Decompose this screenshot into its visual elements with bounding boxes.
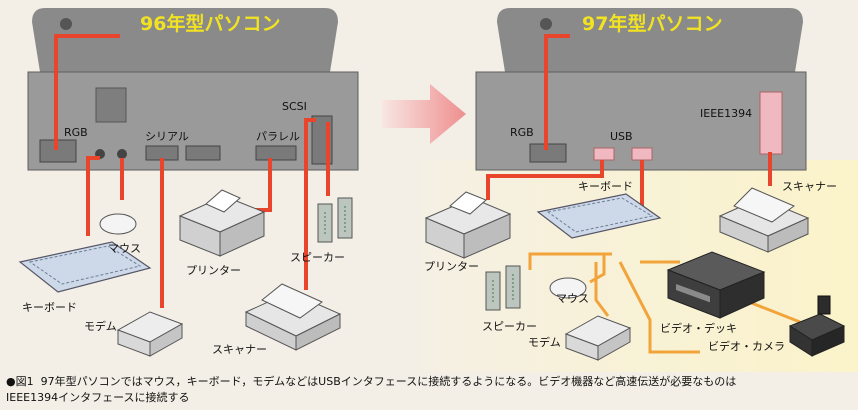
pc-97 [475,8,807,171]
monitor-97 [497,8,803,72]
cable-keyboard [86,156,100,236]
port-label-rgb: RGB [510,126,534,139]
device-label-video-camera: ビデオ・カメラ [708,339,785,353]
video-camera-icon [788,295,846,357]
caption-marker: ●図1 [6,375,34,388]
usb-port-icon [631,147,653,161]
monitor-button-icon [60,18,72,30]
keyboard-icon [536,193,662,239]
video-deck-icon [666,251,766,319]
highlight-background [420,160,858,372]
port-label-scsi: SCSI [282,100,307,113]
device-label-keyboard: キーボード [578,180,633,193]
device-label-printer: プリンター [186,264,241,277]
cable-scanner [304,118,316,290]
diagram-canvas: 96年型パソコン RGB シリアル パラレル SCSI [18,8,858,372]
right-title: 97年型パソコン [582,12,722,35]
cable-rgb [544,34,570,150]
cable-rgb [54,34,120,150]
printer-icon [178,189,266,257]
ieee1394-port-icon [759,91,783,155]
cable-speaker [528,252,612,270]
mouse-icon [99,213,137,235]
round-port-icon [117,149,127,159]
port-icon [185,145,221,161]
device-label-keyboard: キーボード [22,301,77,314]
speaker-icon [485,265,521,311]
cable-video-camera [743,298,801,324]
monitor-button-icon [540,18,552,30]
speaker-icon [317,197,353,243]
monitor-96 [32,8,338,72]
cable-av [618,261,700,354]
device-label-speaker: スピーカー [482,320,537,333]
pc-96 [27,8,359,171]
device-label-printer: プリンター [424,260,479,273]
mouse-icon [549,277,587,299]
parallel-port-icon [255,145,297,161]
legacy-cables [54,34,330,308]
port-label-usb: USB [610,130,633,143]
cable-modem [594,262,610,317]
scanner-icon [244,283,342,351]
scanner-icon [718,187,810,253]
device-label-modem: モデム [528,335,561,349]
device-label-mouse: マウス [108,242,141,255]
modem-icon [116,311,184,357]
serial-port-icon [145,145,179,161]
modem-icon [564,315,632,361]
caption-line-1: 97年型パソコンではマウス，キーボード，モデムなどはUSBインタフェースに接続す… [40,375,737,388]
port-label-parallel: パラレル [256,130,300,143]
port-label-rgb: RGB [64,126,88,139]
caption-line-2: IEEE1394インタフェースに接続する [6,391,190,404]
cable-printer [486,160,604,200]
device-label-video-deck: ビデオ・デッキ [660,321,737,335]
transition-arrow-icon [382,84,466,144]
drive-bay-icon [95,87,127,123]
left-title: 96年型パソコン [140,12,280,35]
figure-caption: ●図1 97年型パソコンではマウス，キーボード，モデムなどはUSBインタフェース… [6,374,856,406]
keyboard-icon [18,241,152,293]
printer-icon [424,191,512,259]
port-label-serial: シリアル [145,130,189,143]
usb-port-icon [593,147,615,161]
usb-cables [528,252,801,354]
device-label-mouse: マウス [556,292,589,305]
port-label-ieee1394: IEEE1394 [700,107,752,120]
device-label-scanner: スキャナー [212,343,267,356]
device-label-speaker: スピーカー [290,251,345,264]
right-red-cables [486,34,772,214]
device-label-modem: モデム [84,319,117,333]
device-label-scanner: スキャナー [782,180,837,193]
